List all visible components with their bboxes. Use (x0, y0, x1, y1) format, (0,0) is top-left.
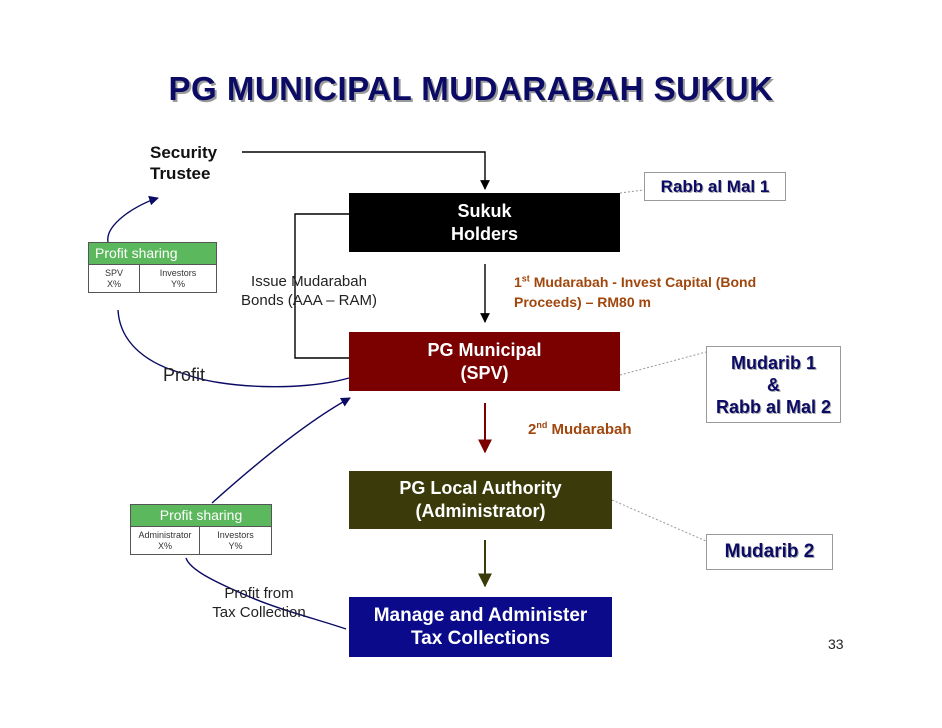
cell-label: Investors (217, 530, 254, 540)
spv-line-1: PG Municipal (427, 339, 542, 360)
cell-label: Investors (159, 268, 197, 278)
profit-sharing-cell-administrator: Administrator X% (131, 526, 199, 554)
security-trustee-line-1: Security (150, 143, 218, 162)
manage-line-2: Tax Collections (410, 628, 550, 649)
first-mudarabah-text: Mudarabah - Invest Capital (Bond (529, 274, 757, 290)
profit-sharing-cell-investors: Investors Y% (199, 526, 271, 554)
issue-line-1: Issue Mudarabah (251, 273, 367, 290)
local-authority-line-2: (Administrator) (415, 501, 546, 521)
mudarib1-callout (619, 351, 707, 376)
issue-line-2: Bonds (AAA – RAM) (241, 292, 377, 309)
mudarib-1-line-2: & (767, 374, 780, 395)
cell-value: Y% (170, 279, 185, 289)
first-mudarabah-line-2: Proceeds) – RM80 m (514, 294, 651, 310)
mudarib-2-tag: Mudarib 2 (706, 534, 833, 570)
page-title: PG MUNICIPAL MUDARABAH SUKUK (168, 70, 774, 107)
tax-line-1: Profit from (224, 585, 294, 602)
issue-bonds-label: Issue Mudarabah Bonds (AAA – RAM) (229, 272, 389, 310)
profit-sharing-cell-investors: Investors Y% (139, 264, 216, 292)
cell-label: SPV (104, 268, 123, 278)
ordinal: 2 (528, 421, 537, 438)
profit-sharing-spv-table: Profit sharing SPV X% Investors Y% (88, 242, 217, 293)
cell-label: Administrator (138, 530, 192, 540)
cell-value: X% (106, 279, 121, 289)
trustee-arrow (242, 151, 490, 190)
manage-tax-box: Manage and Administer Tax Collections (349, 597, 612, 657)
profit-sharing-header: Profit sharing (89, 243, 216, 264)
profit-curve-main (117, 309, 350, 388)
page-number: 33 (828, 636, 844, 652)
cell-value: Y% (228, 541, 243, 551)
rabb-al-mal-1-tag: Rabb al Mal 1 (644, 172, 786, 201)
profit-sharing-administrator-table: Profit sharing Administrator X% Investor… (130, 504, 272, 555)
second-mudarabah-label: 2nd Mudarabah (528, 420, 632, 440)
local-authority-box: PG Local Authority (Administrator) (349, 471, 612, 529)
second-mudarabah-text: Mudarabah (547, 421, 632, 438)
local-authority-line-1: PG Local Authority (399, 478, 562, 498)
profit-sharing-cell-spv: SPV X% (89, 264, 139, 292)
first-mudarabah-label: 1st Mudarabah - Invest Capital (Bond Pro… (514, 272, 814, 312)
spv-line-2: (SPV) (460, 362, 509, 383)
ordinal-suffix: nd (536, 420, 548, 430)
profit-sharing-header: Profit sharing (131, 505, 271, 526)
rabb1-callout (619, 189, 645, 194)
sukuk-holders-line-1: Sukuk (457, 200, 512, 221)
ordinal-suffix: st (521, 273, 530, 284)
mudarib-1-tag: Mudarib 1 & Rabb al Mal 2 (706, 346, 841, 423)
security-trustee-label: Security Trustee (150, 142, 217, 184)
mudarib-1-line-1: Mudarib 1 (730, 352, 816, 373)
ordinal: 1 (514, 274, 522, 290)
security-trustee-line-2: Trustee (150, 164, 211, 183)
issue-bracket (294, 213, 349, 359)
tax-line-2: Tax Collection (212, 604, 306, 621)
sukuk-holders-line-2: Holders (450, 223, 519, 244)
manage-line-1: Manage and Administer (373, 605, 588, 626)
mudarib-1-line-3: Rabb al Mal 2 (715, 396, 832, 417)
tax-profit-curve-lower (185, 557, 347, 630)
mudarib2-callout (611, 499, 707, 542)
cell-value: X% (157, 541, 172, 551)
profit-label: Profit (163, 365, 206, 385)
tax-profit-curve-upper (211, 397, 351, 504)
profit-from-tax-label: Profit from Tax Collection (205, 584, 313, 622)
profit-curve-up (107, 195, 159, 243)
spv-box: PG Municipal (SPV) (349, 332, 620, 391)
sukuk-holders-box: Sukuk Holders (349, 193, 620, 252)
